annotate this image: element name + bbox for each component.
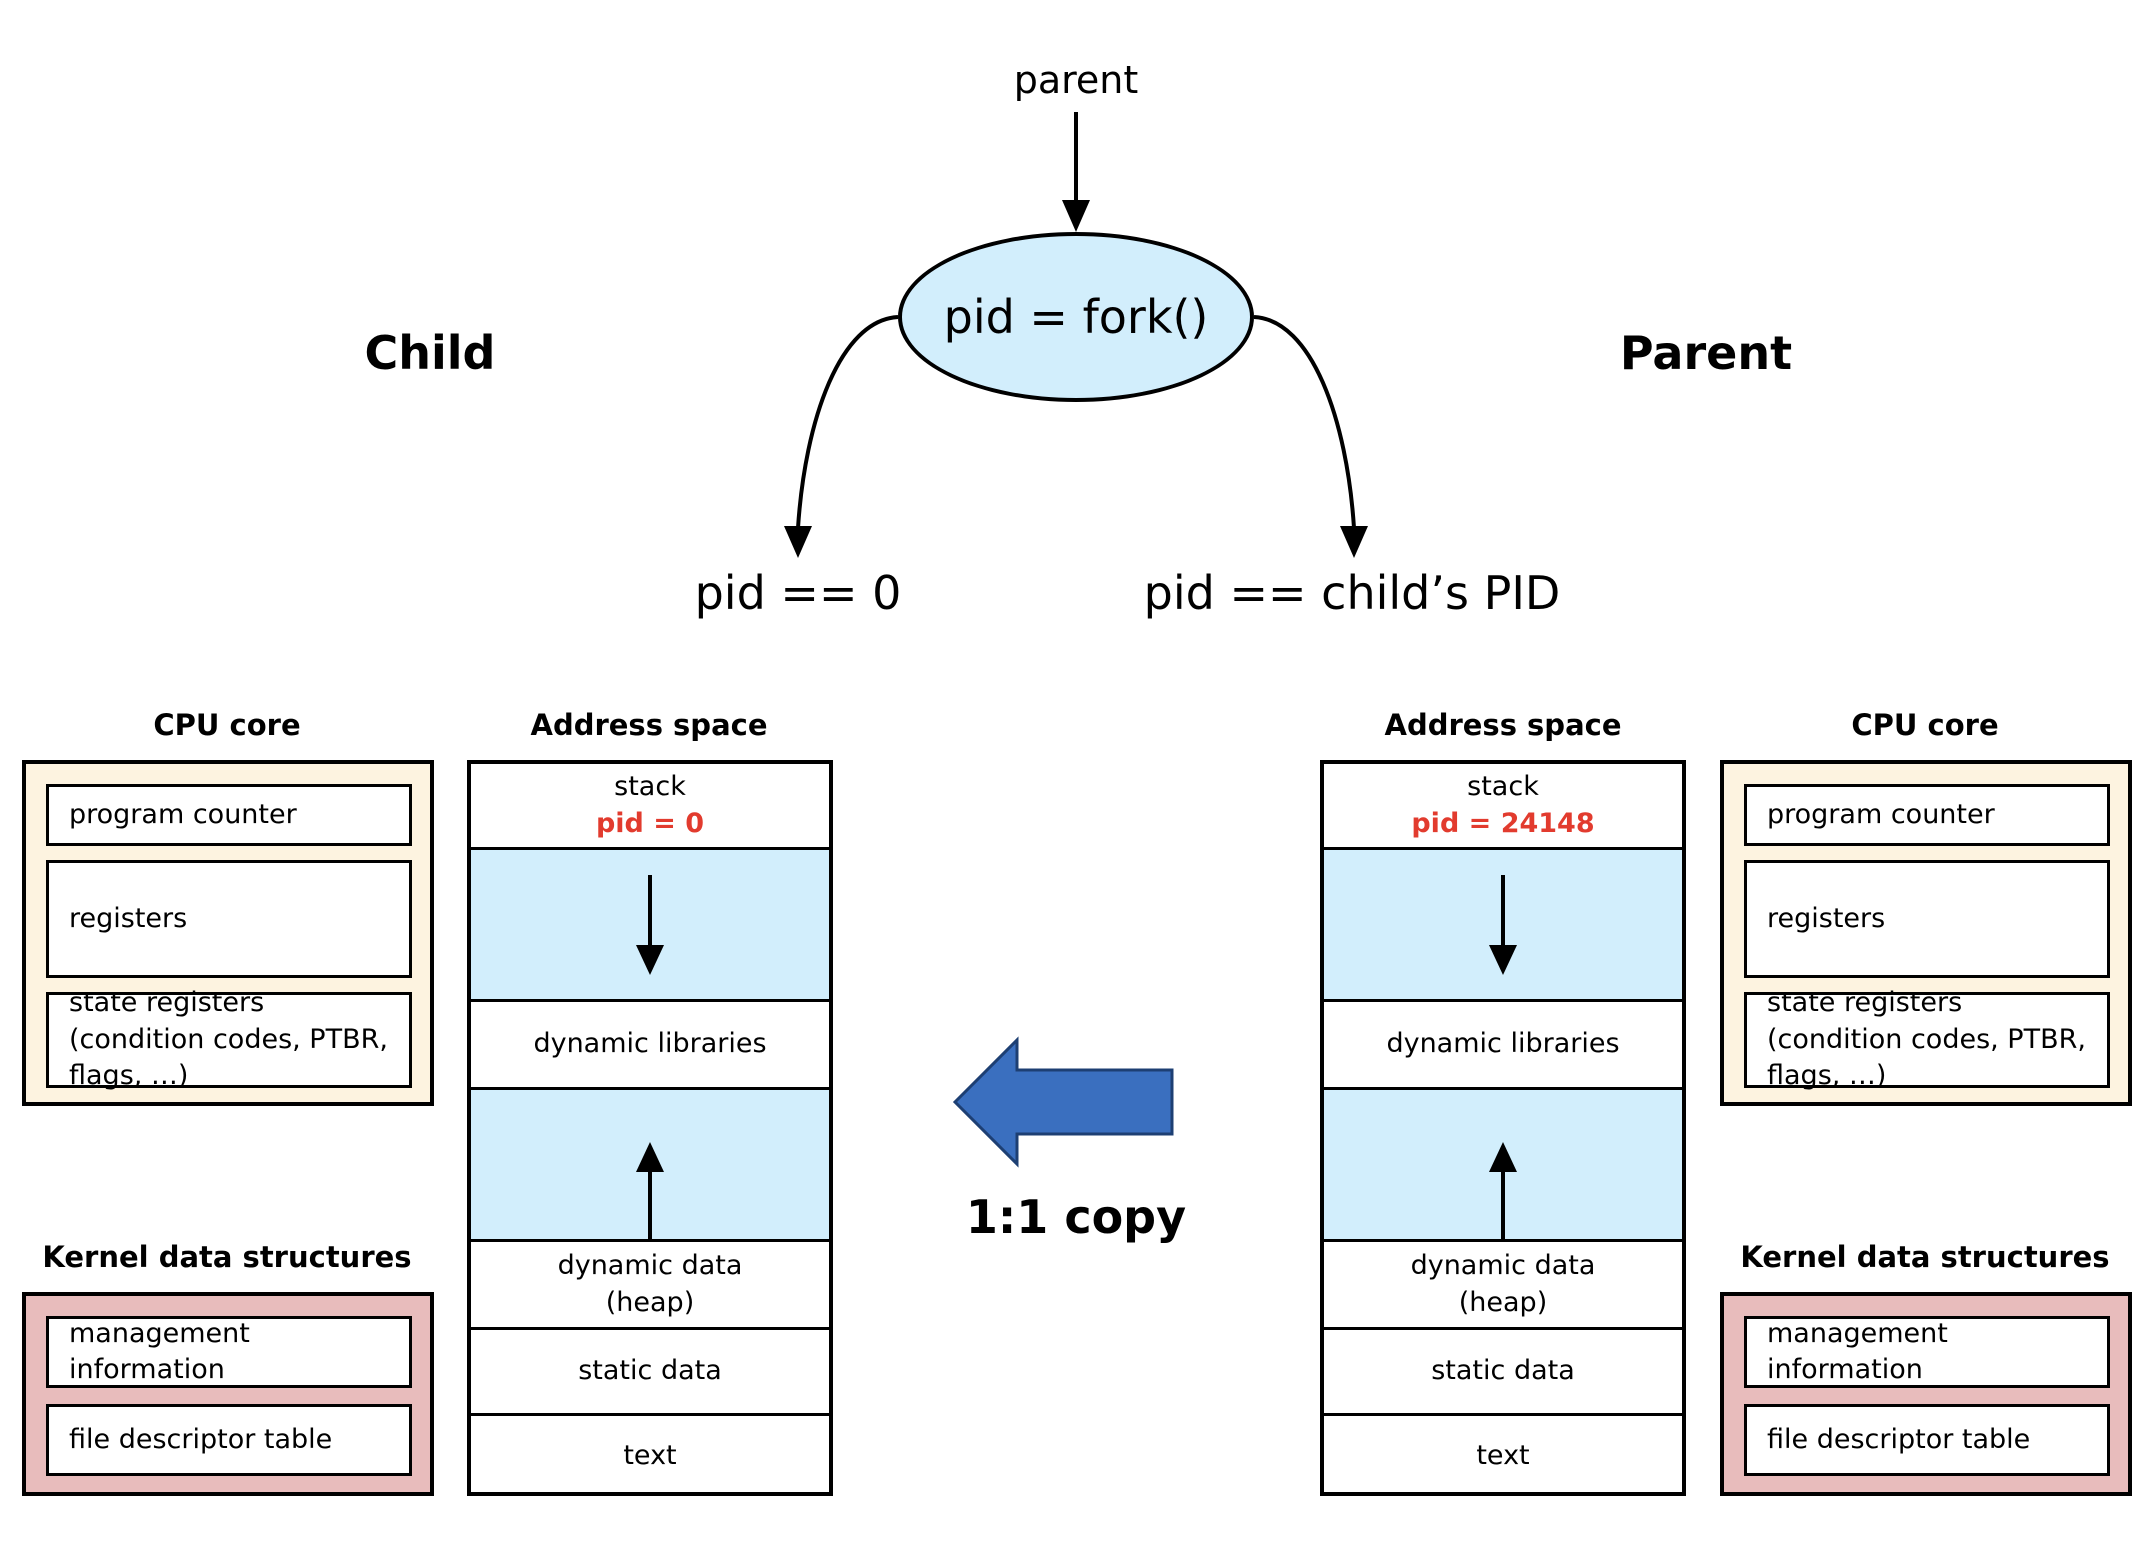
fork-ellipse: pid = fork()	[898, 232, 1254, 402]
parent-cpu-title: CPU core	[1851, 708, 1999, 742]
child-address-space: stack pid = 0 dynamic libraries dynamic …	[467, 760, 833, 1496]
child-address-space-title: Address space	[530, 708, 768, 742]
fork-to-parent-arrow	[1253, 315, 1356, 529]
child-static-data: static data	[471, 1330, 829, 1416]
parent-address-space-title: Address space	[1384, 708, 1622, 742]
parent-heading: Parent	[1619, 326, 1793, 380]
parent-stack-segment: stack pid = 24148	[1324, 764, 1682, 850]
child-text-segment: text	[623, 1439, 677, 1471]
parent-static-data: static data	[1324, 1330, 1682, 1416]
fork-to-child-arrowhead	[784, 526, 812, 558]
parent-kernel-data: management information file descriptor t…	[1720, 1292, 2132, 1496]
child-result: pid == 0	[694, 566, 902, 620]
parent-kernel-title: Kernel data structures	[1740, 1240, 2110, 1274]
heap-grow-up-arrow	[1489, 1142, 1517, 1239]
child-heap-segment: dynamic data (heap)	[471, 1242, 829, 1330]
child-kernel-title: Kernel data structures	[42, 1240, 412, 1274]
child-kernel-data: management information file descriptor t…	[22, 1292, 434, 1496]
child-state-registers: state registers (condition codes, PTBR, …	[46, 987, 412, 1091]
fork-call: pid = fork()	[943, 290, 1209, 344]
child-heap-free-region	[471, 1090, 829, 1242]
parent-result: pid == child’s PID	[1143, 566, 1561, 620]
parent-stack-pid: pid = 24148	[1411, 807, 1595, 839]
parent-program-counter: program counter	[1744, 784, 2110, 846]
heap-grow-up-arrow	[636, 1142, 664, 1239]
parent-to-fork-arrowhead	[1062, 200, 1090, 232]
child-stack-pid: pid = 0	[595, 807, 705, 839]
child-stack-free-region	[471, 850, 829, 1002]
parent-heap-segment: dynamic data (heap)	[1324, 1242, 1682, 1330]
child-program-counter: program counter	[46, 784, 412, 846]
parent-text-segment: text	[1476, 1439, 1530, 1471]
child-heading: Child	[364, 326, 496, 380]
parent-dynamic-libraries: dynamic libraries	[1324, 1002, 1682, 1090]
parent-cpu-core: program counter registers state register…	[1720, 760, 2132, 1106]
parent-file-descriptor-table: file descriptor table	[1744, 1404, 2110, 1476]
child-dynamic-libraries: dynamic libraries	[471, 1002, 829, 1090]
parent-state-registers: state registers (condition codes, PTBR, …	[1744, 987, 2110, 1091]
parent-registers: registers	[1744, 860, 2110, 978]
child-registers: registers	[46, 860, 412, 978]
child-stack-segment: stack pid = 0	[471, 764, 829, 850]
stack-grow-down-arrow	[636, 874, 664, 975]
parent-heap-free-region	[1324, 1090, 1682, 1242]
parent-label: parent	[1013, 58, 1139, 102]
child-file-descriptor-table: file descriptor table	[46, 1404, 412, 1476]
copy-arrow	[952, 1036, 1174, 1168]
stack-grow-down-arrow	[1489, 874, 1517, 975]
fork-to-child-arrow	[796, 315, 899, 529]
child-cpu-title: CPU core	[153, 708, 301, 742]
copy-label: 1:1 copy	[965, 1190, 1187, 1244]
parent-address-space: stack pid = 24148 dynamic libraries dyna…	[1320, 760, 1686, 1496]
parent-stack-free-region	[1324, 850, 1682, 1002]
child-cpu-core: program counter registers state register…	[22, 760, 434, 1106]
fork-to-parent-arrowhead	[1340, 526, 1368, 558]
child-management-information: management information	[46, 1316, 412, 1388]
parent-management-information: management information	[1744, 1316, 2110, 1388]
